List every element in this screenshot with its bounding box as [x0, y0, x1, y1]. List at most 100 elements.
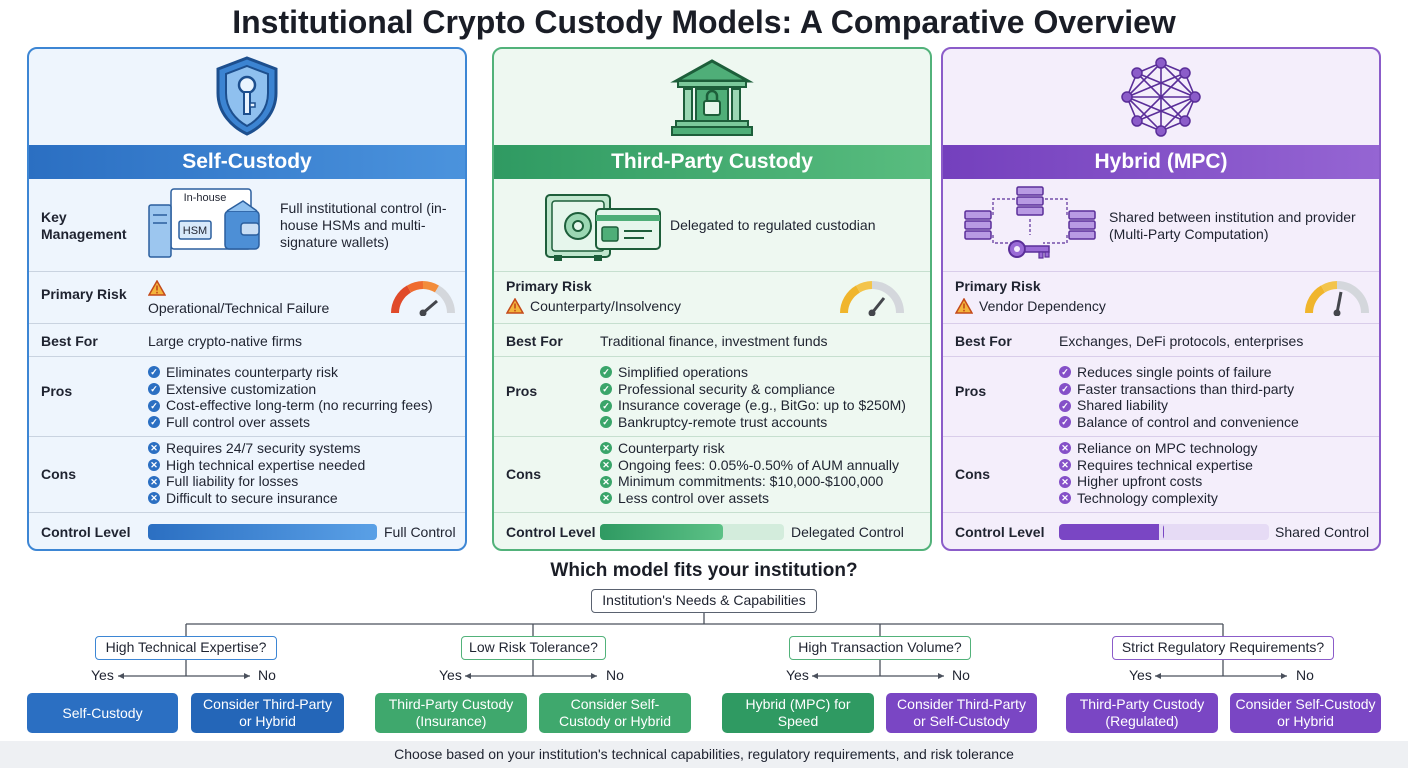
primary-risk-text: Operational/Technical Failure [148, 300, 330, 316]
pros-item: ✓Full control over assets [148, 414, 433, 431]
no-label: No [606, 667, 624, 683]
primary-risk-text: Vendor Dependency [979, 298, 1106, 314]
yes-label: Yes [91, 667, 114, 683]
decision-root-node: Institution's Needs & Capabilities [591, 589, 817, 613]
control-level-bar [1059, 524, 1269, 540]
card-title: Third-Party Custody [494, 145, 930, 179]
card-third-party-custody: Third-Party Custody Delegated to regulat… [492, 47, 932, 551]
check-icon: ✓ [600, 366, 612, 379]
yes-label: Yes [439, 667, 462, 683]
no-label: No [952, 667, 970, 683]
primary-risk-label: Primary Risk [506, 278, 592, 294]
x-icon: ✕ [148, 492, 160, 505]
yes-label: Yes [786, 667, 809, 683]
check-icon: ✓ [1059, 416, 1071, 429]
footer-note: Choose based on your institution's techn… [0, 741, 1408, 768]
pros-item: ✓Professional security & compliance [600, 381, 906, 398]
x-icon: ✕ [600, 475, 612, 488]
risk-gauge-icon [391, 281, 455, 316]
outcome-hybrid-for-speed: Hybrid (MPC) for Speed [722, 693, 874, 733]
check-icon: ✓ [1059, 383, 1071, 396]
best-for-label: Best For [955, 333, 1012, 349]
x-icon: ✕ [1059, 459, 1071, 472]
pros-item: ✓Eliminates counterparty risk [148, 364, 433, 381]
pros-item: ✓Simplified operations [600, 364, 906, 381]
no-label: No [1296, 667, 1314, 683]
cons-list: ✕Counterparty risk ✕Ongoing fees: 0.05%-… [600, 440, 899, 507]
control-level-text: Shared Control [1275, 524, 1370, 540]
control-level-fill [600, 524, 724, 540]
cons-item: ✕Technology complexity [1059, 490, 1258, 507]
x-icon: ✕ [1059, 475, 1071, 488]
x-icon: ✕ [148, 475, 160, 488]
x-icon: ✕ [1059, 442, 1071, 455]
best-for-label: Best For [41, 333, 98, 349]
key-management-text: Full institutional control (in-house HSM… [280, 200, 447, 250]
cons-item: ✕Requires 24/7 security systems [148, 440, 365, 457]
outcome-third-party-regulated: Third-Party Custody (Regulated) [1066, 693, 1218, 733]
cons-label: Cons [41, 466, 76, 482]
pros-label: Pros [506, 383, 538, 399]
primary-risk-text: Counterparty/Insolvency [530, 298, 681, 314]
shield-key-icon [216, 56, 278, 136]
control-level-label: Control Level [506, 524, 596, 540]
pros-list: ✓Simplified operations ✓Professional sec… [600, 364, 906, 431]
control-level-text: Delegated Control [791, 524, 904, 540]
question-technical-expertise: High Technical Expertise? [95, 636, 277, 660]
control-level-bar [600, 524, 784, 540]
cons-item: ✕Less control over assets [600, 490, 899, 507]
page-title: Institutional Crypto Custody Models: A C… [232, 4, 1176, 40]
check-icon: ✓ [148, 383, 160, 396]
cons-item: ✕Ongoing fees: 0.05%-0.50% of AUM annual… [600, 457, 899, 474]
check-icon: ✓ [600, 383, 612, 396]
pros-label: Pros [955, 383, 987, 399]
cons-item: ✕Difficult to secure insurance [148, 490, 365, 507]
pros-list: ✓Reduces single points of failure ✓Faste… [1059, 364, 1299, 431]
risk-gauge-icon [1305, 281, 1369, 316]
warning-icon [148, 280, 166, 296]
question-risk-tolerance: Low Risk Tolerance? [461, 636, 606, 660]
best-for-text: Exchanges, DeFi protocols, enterprises [1059, 333, 1304, 349]
outcome-consider-third-party-or-self-custody: Consider Third-Party or Self-Custody [886, 693, 1037, 733]
card-title: Hybrid (MPC) [943, 145, 1379, 179]
key-management-label: Key Management [41, 209, 127, 242]
cons-item: ✕Higher upfront costs [1059, 473, 1258, 490]
pros-list: ✓Eliminates counterparty risk ✓Extensive… [148, 364, 433, 431]
vault-card-icon [545, 194, 661, 261]
pros-item: ✓Insurance coverage (e.g., BitGo: up to … [600, 397, 906, 414]
bank-lock-icon [670, 59, 754, 136]
check-icon: ✓ [1059, 399, 1071, 412]
cons-item: ✕Minimum commitments: $10,000-$100,000 [600, 473, 899, 490]
key-management-text: Delegated to regulated custodian [670, 217, 876, 233]
control-level-label: Control Level [955, 524, 1045, 540]
x-icon: ✕ [600, 459, 612, 472]
decision-question: Which model fits your institution? [550, 560, 858, 581]
inhouse-label: In-house [184, 192, 227, 204]
risk-gauge-icon [840, 281, 904, 316]
outcome-consider-self-custody-or-hybrid-2: Consider Self-Custody or Hybrid [1230, 693, 1381, 733]
warning-icon [506, 298, 524, 314]
primary-risk-label: Primary Risk [41, 286, 127, 302]
outcome-consider-self-custody-or-hybrid: Consider Self-Custody or Hybrid [539, 693, 691, 733]
card-title: Self-Custody [29, 145, 465, 179]
best-for-text: Large crypto-native firms [148, 333, 303, 349]
hsm-label: HSM [183, 225, 207, 237]
cons-label: Cons [955, 466, 990, 482]
pros-item: ✓Bankruptcy-remote trust accounts [600, 414, 906, 431]
cons-item: ✕High technical expertise needed [148, 457, 365, 474]
cons-label: Cons [506, 466, 541, 482]
cons-item: ✕Counterparty risk [600, 440, 899, 457]
cons-list: ✕Reliance on MPC technology ✕Requires te… [1059, 440, 1258, 507]
outcome-self-custody: Self-Custody [27, 693, 178, 733]
pros-item: ✓Extensive customization [148, 381, 433, 398]
check-icon: ✓ [148, 399, 160, 412]
pros-item: ✓Cost-effective long-term (no recurring … [148, 397, 433, 414]
control-level-fill [1059, 524, 1164, 540]
cons-item: ✕Reliance on MPC technology [1059, 440, 1258, 457]
x-icon: ✕ [148, 459, 160, 472]
yes-label: Yes [1129, 667, 1152, 683]
primary-risk-label: Primary Risk [955, 278, 1041, 294]
outcome-third-party-insurance: Third-Party Custody (Insurance) [375, 693, 527, 733]
best-for-text: Traditional finance, investment funds [600, 333, 828, 349]
